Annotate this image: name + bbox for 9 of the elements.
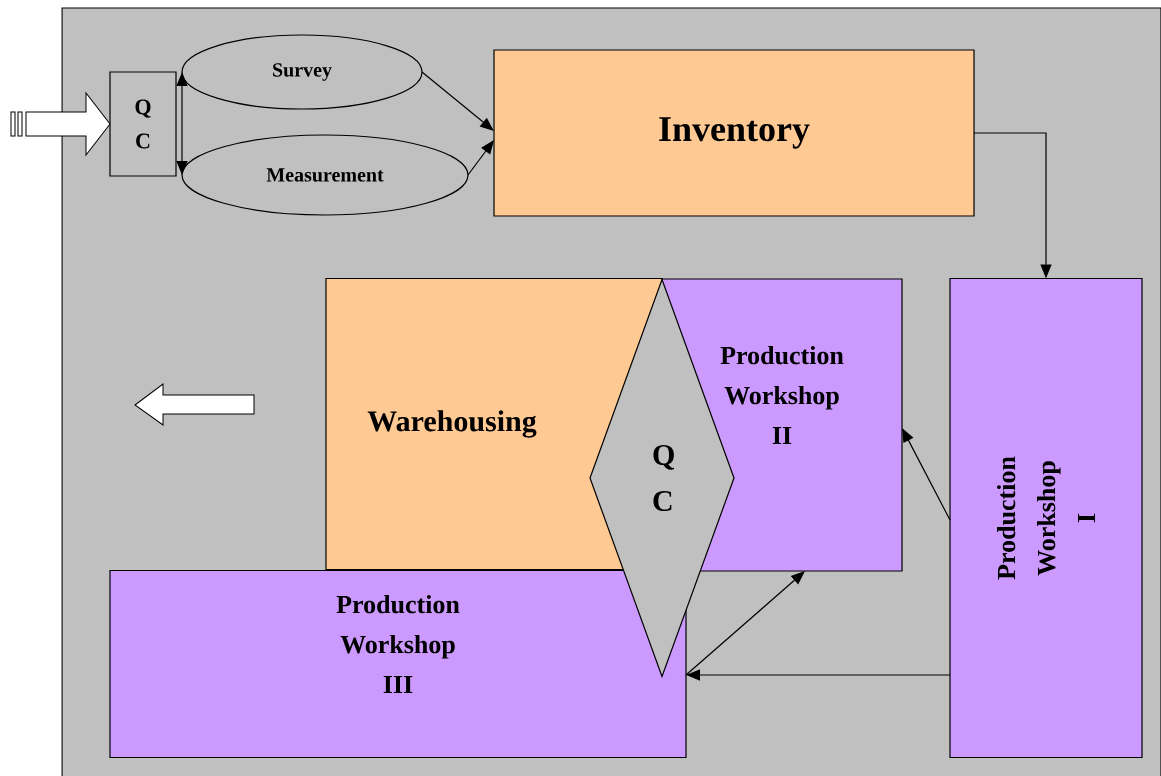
block-arrow [10, 92, 111, 156]
arrow [685, 571, 805, 676]
process-box: Production Workshop III [109, 569, 687, 759]
process-box: Q C [109, 71, 177, 177]
arrow [902, 428, 951, 521]
process-box: Production Workshop I [949, 277, 1143, 759]
process-box: Inventory [493, 49, 975, 217]
arrow [421, 71, 494, 131]
arrow [467, 140, 494, 176]
